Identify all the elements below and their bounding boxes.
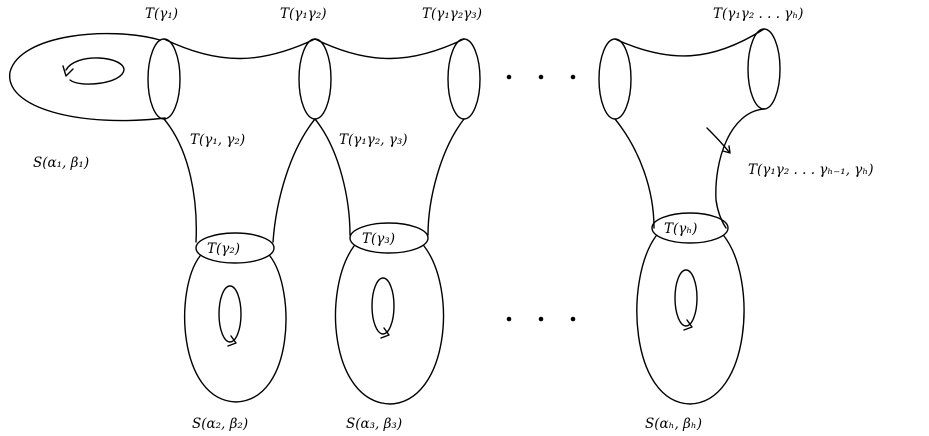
label-T-g3: T(γ₃): [362, 231, 395, 247]
label-T-long: T(γ₁γ₂ . . . γₕ₋₁, γₕ): [748, 162, 873, 178]
curve-T-g1-gh: [747, 28, 781, 110]
torus-h-hole: [674, 269, 698, 327]
ellipsis-top: [506, 74, 576, 80]
torus-2-arrow: [227, 335, 237, 347]
pants-h-left: [614, 118, 655, 229]
torus-h-outline: [636, 235, 745, 405]
label-T-g1: T(γ₁): [145, 6, 178, 22]
curve-T-g1g2: [298, 38, 332, 120]
pants-1-top: [163, 38, 316, 60]
curve-T-g2: [195, 232, 275, 264]
pointer-arrow: [706, 127, 730, 153]
pants-1-left: [163, 118, 197, 243]
pointer-arrow-head: [722, 145, 731, 154]
pants-2-right: [427, 118, 465, 236]
pants-2-top: [314, 38, 465, 60]
label-S2: S(α₂, β₂): [192, 416, 248, 432]
torus-1-hole: [65, 57, 125, 85]
label-T-g1g2-g3: T(γ₁γ₂, γ₃): [339, 132, 408, 148]
label-T-g1g2: T(γ₁γ₂): [280, 6, 327, 22]
ellipsis-bottom: [506, 316, 576, 322]
torus-3-hole: [371, 277, 395, 335]
pants-h-top: [614, 28, 765, 57]
label-S3: S(α₃, β₃): [346, 416, 402, 432]
pants-1-right: [272, 118, 316, 243]
label-T-gh: T(γₕ): [664, 221, 697, 237]
curve-left-h: [598, 38, 632, 120]
label-T-g1g2g3: T(γ₁γ₂γ₃): [422, 6, 482, 22]
torus-2-outline: [184, 255, 287, 403]
torus-1-outline: [9, 32, 166, 122]
torus-2-hole: [218, 285, 242, 343]
label-T-g1-gh: T(γ₁γ₂ . . . γₕ): [713, 6, 803, 22]
label-S1: S(α₁, β₁): [33, 155, 89, 171]
label-T-g2: T(γ₂): [207, 241, 240, 257]
curve-T-g1g2g3: [447, 38, 481, 120]
torus-h-arrow: [683, 319, 693, 331]
torus-3-arrow: [380, 327, 390, 339]
torus-3-outline: [334, 245, 445, 405]
pants-2-left: [314, 118, 351, 236]
torus-1-arrow: [62, 65, 74, 77]
curve-T-gh: [651, 212, 729, 244]
curve-T-g3: [349, 222, 429, 254]
label-T-g1-g2: T(γ₁, γ₂): [190, 132, 245, 148]
label-Sh: S(αₕ, βₕ): [645, 416, 702, 432]
curve-T-g1: [147, 38, 181, 120]
